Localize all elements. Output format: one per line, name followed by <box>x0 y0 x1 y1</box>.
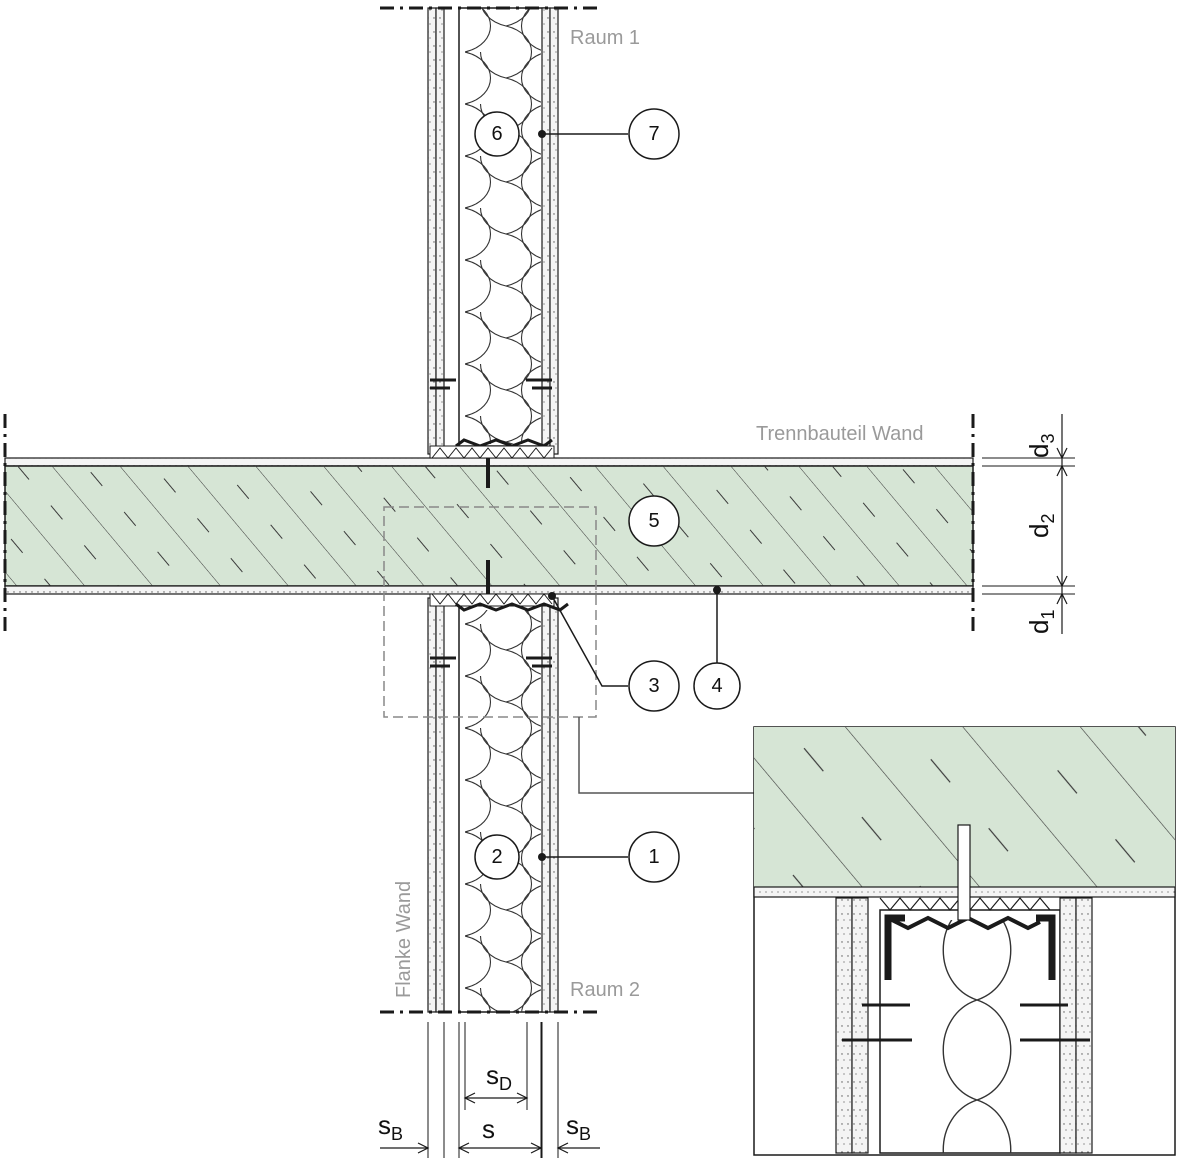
dimension-sB-left: sB <box>378 1110 403 1144</box>
lower-flank-wall <box>380 560 600 1014</box>
svg-text:4: 4 <box>711 675 722 697</box>
horizontal-dimension-chain <box>380 1022 600 1158</box>
svg-text:3: 3 <box>648 675 659 697</box>
svg-text:5: 5 <box>648 510 659 532</box>
svg-text:6: 6 <box>491 123 502 145</box>
callout-7: 7 <box>628 108 680 160</box>
dimension-d1: d1 <box>1024 610 1058 634</box>
callout-5: 5 <box>628 495 680 547</box>
separating-wall-slab <box>3 414 975 634</box>
detail-connector-line <box>578 717 754 794</box>
callout-6: 6 <box>474 111 520 157</box>
callout-1: 1 <box>628 831 680 883</box>
vertical-dimension-chain <box>982 414 1075 634</box>
detail-enlargement <box>753 726 1176 1156</box>
dimension-sD: sD <box>486 1060 512 1094</box>
dimension-s: s <box>482 1114 495 1144</box>
dimension-d3: d3 <box>1024 434 1058 458</box>
detail-region-box <box>383 506 597 718</box>
callout-4: 4 <box>693 662 741 710</box>
room-2-label: Raum 2 <box>570 979 640 1001</box>
dimension-d2: d2 <box>1024 514 1058 538</box>
flank-wall-label: Flanke Wand <box>393 881 415 998</box>
svg-text:7: 7 <box>648 123 659 145</box>
room-1-label: Raum 1 <box>570 27 640 49</box>
dimension-sB-right: sB <box>566 1110 591 1144</box>
upper-flank-wall <box>380 6 600 488</box>
callout-3: 3 <box>628 660 680 712</box>
svg-text:1: 1 <box>648 846 659 868</box>
separating-wall-label: Trennbauteil Wand <box>756 423 924 445</box>
callout-leaders <box>538 130 721 861</box>
svg-text:2: 2 <box>491 846 502 868</box>
callout-2: 2 <box>474 834 520 880</box>
